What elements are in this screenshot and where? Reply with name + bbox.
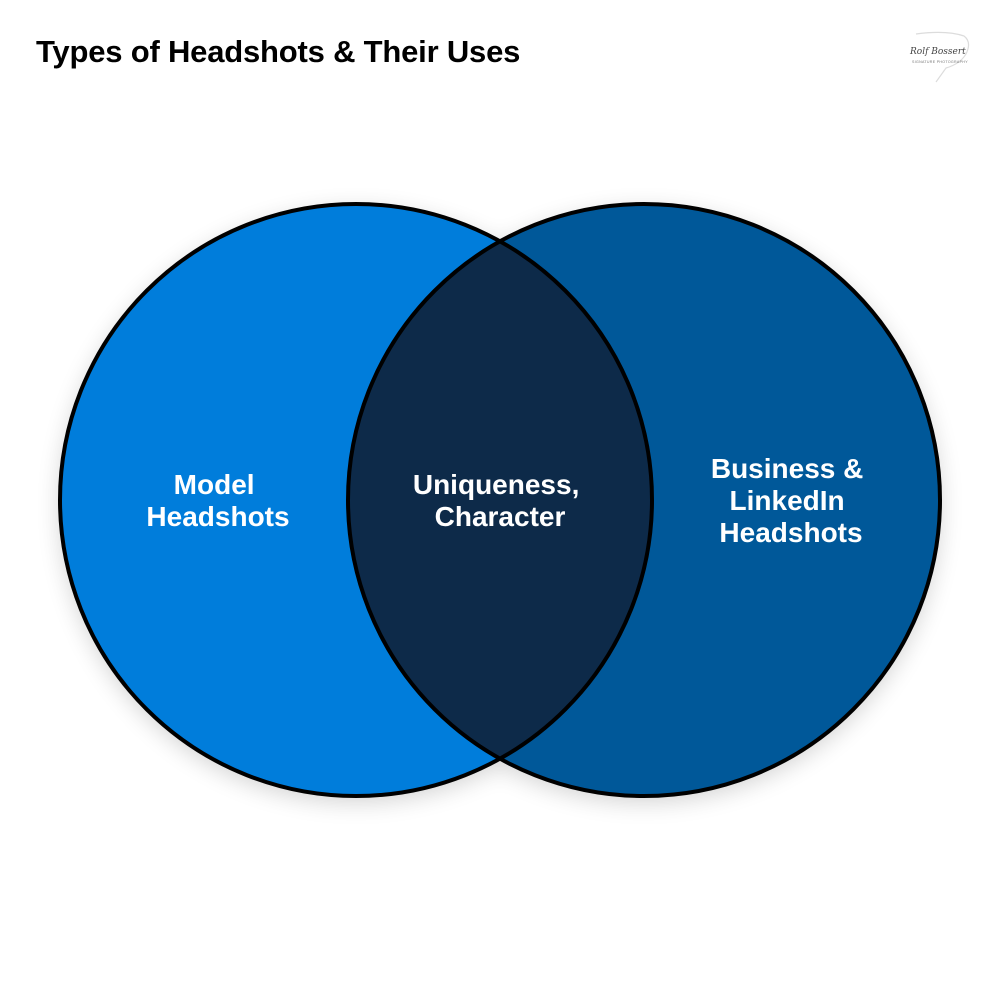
intersection-label-line-1: Uniqueness, [413, 469, 579, 500]
left-label-line-1: Model [174, 469, 255, 500]
intersection-label-line-2: Character [435, 501, 566, 532]
right-label-line-2: LinkedIn [730, 485, 845, 516]
photographer-signature-logo: Rolf Bossert SIGNATURE PHOTOGRAPHY [909, 31, 970, 83]
page-title: Types of Headshots & Their Uses [36, 34, 521, 69]
venn-shapes [60, 204, 940, 796]
left-circle-label: Model Headshots [146, 469, 289, 532]
logo-signature: Rolf Bossert [909, 47, 966, 57]
logo-tagline: SIGNATURE PHOTOGRAPHY [912, 60, 968, 64]
intersection-region [348, 204, 652, 796]
intersection-label: Uniqueness, Character [413, 469, 587, 532]
logo-frame-shape [915, 31, 970, 83]
right-circle-label: Business & LinkedIn Headshots [711, 453, 871, 548]
left-label-line-2: Headshots [146, 501, 289, 532]
left-circle-outline [58, 202, 654, 798]
right-label-line-3: Headshots [719, 517, 862, 548]
right-circle-outline [346, 202, 942, 798]
right-label-line-1: Business & [711, 453, 864, 484]
